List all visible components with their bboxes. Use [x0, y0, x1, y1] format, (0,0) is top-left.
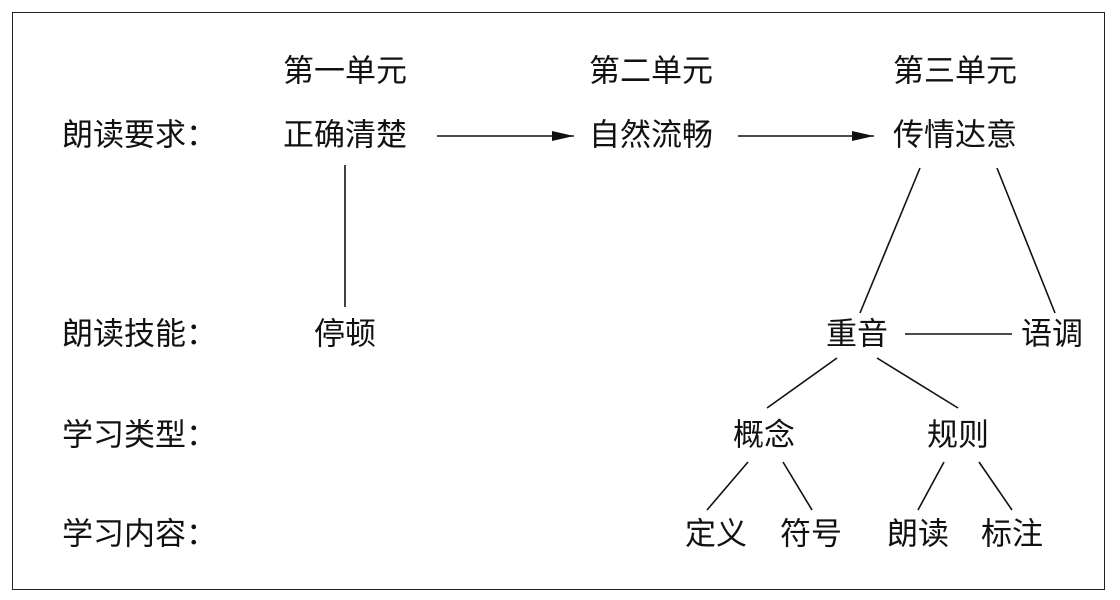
diagram-frame	[12, 12, 1105, 590]
edge-stress-rule	[876, 357, 959, 409]
edge-stress-concept	[766, 357, 838, 409]
row-label-requirements: 朗读要求：	[62, 117, 217, 154]
row-label-skills: 朗读技能：	[62, 316, 217, 353]
node-accurate: 正确清楚	[283, 117, 407, 154]
unit-1-header: 第一单元	[283, 53, 407, 90]
node-fluent: 自然流畅	[589, 117, 713, 154]
node-intonation: 语调	[1021, 316, 1083, 353]
node-stress: 重音	[826, 316, 888, 353]
edge-concept-definition	[706, 461, 749, 511]
edge-concept-symbol	[782, 461, 813, 511]
row-label-learning-type: 学习类型：	[62, 417, 217, 454]
node-symbol: 符号	[780, 516, 842, 553]
edge-rule-reading	[917, 461, 945, 511]
unit-3-header: 第三单元	[893, 53, 1017, 90]
node-pause: 停顿	[314, 316, 376, 353]
row-label-learning-content: 学习内容：	[62, 516, 217, 553]
node-rule: 规则	[927, 417, 989, 454]
node-concept: 概念	[733, 417, 795, 454]
node-definition: 定义	[685, 516, 747, 553]
unit-2-header: 第二单元	[589, 53, 713, 90]
edge-expressive-intonation	[996, 167, 1056, 314]
edge-rule-marking	[978, 461, 1013, 511]
node-expressive: 传情达意	[893, 117, 1017, 154]
node-marking: 标注	[981, 516, 1043, 553]
edge-expressive-stress	[859, 167, 921, 314]
node-reading: 朗读	[887, 516, 949, 553]
